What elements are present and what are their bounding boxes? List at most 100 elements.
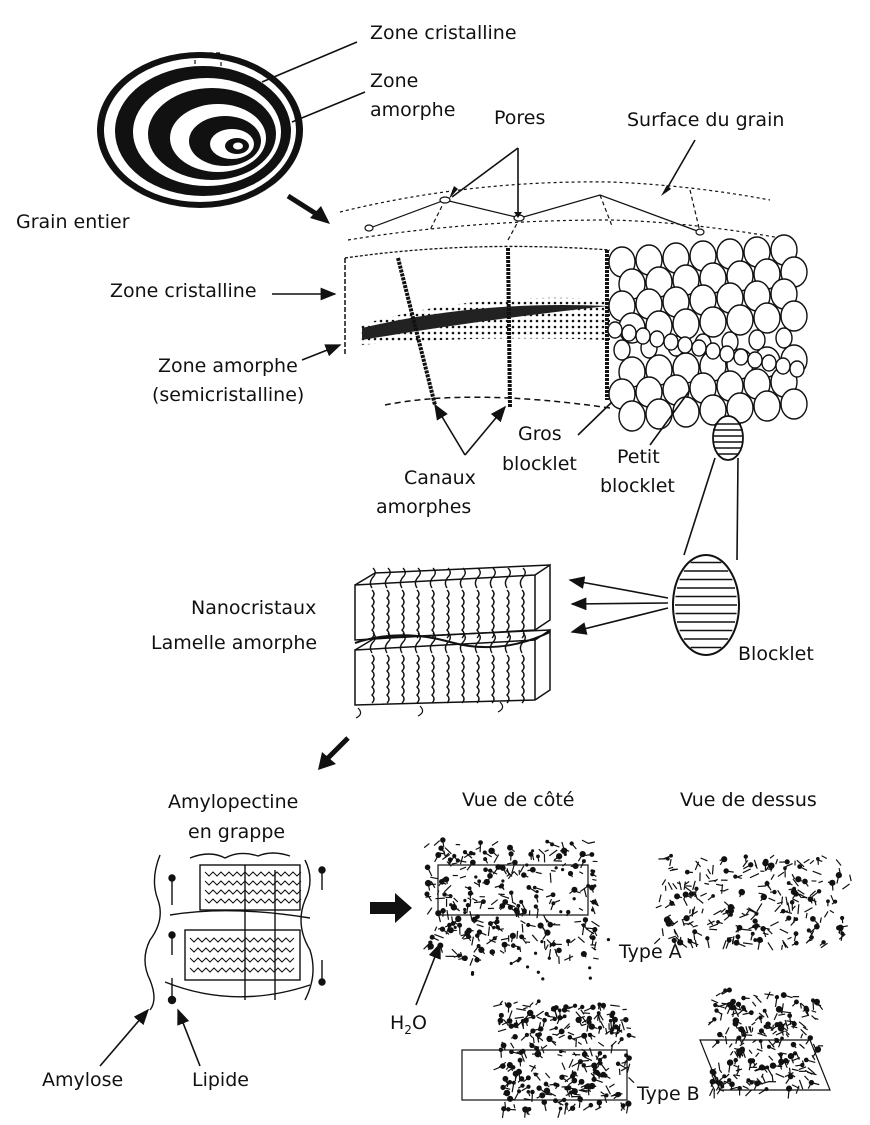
blocklet-zoom-line (683, 457, 716, 556)
nanocrystal-chain (476, 589, 480, 639)
type-b-side-molecule-atom (555, 1083, 560, 1088)
type-a-side-molecule-atom (529, 866, 536, 873)
type-b-top-molecule (773, 1012, 778, 1021)
type-a-side-molecule (423, 843, 430, 849)
type-b-top-molecule (733, 1064, 738, 1068)
water-dot (509, 961, 513, 966)
type-a-top-molecule (692, 880, 696, 891)
type-a-side-molecule-atom (592, 927, 598, 933)
type-a-side-molecule (426, 907, 433, 915)
type-a-side-molecule-atom (566, 909, 571, 915)
type-a-side-molecule (535, 871, 542, 875)
type-b-side-molecule-atom (615, 1091, 621, 1098)
blocklet-circle (672, 396, 700, 428)
type-b-top-molecule-atom (742, 1007, 747, 1012)
type-b-side-molecule-atom (505, 1002, 512, 1008)
type-a-top-molecule (724, 888, 729, 892)
type-b-top-molecule (712, 1076, 716, 1083)
type-a-top-molecule (780, 896, 784, 905)
type-a-top-molecule-atom (688, 891, 695, 897)
canaux-arrow (434, 403, 466, 456)
type-a-side-molecule-atom (501, 941, 508, 948)
type-a-top-molecule-atom (806, 928, 811, 933)
water-dot (525, 965, 530, 969)
type-b-side-molecule (583, 1012, 591, 1015)
nanocrystal-branch (489, 567, 496, 589)
type-a-top-molecule (762, 932, 769, 936)
type-a-side-molecule-atom (499, 903, 506, 909)
type-a-top-molecule (849, 874, 852, 882)
label-grain-entier: Grain entier (16, 211, 130, 233)
water-dot (448, 893, 453, 898)
type-b-side-molecule (532, 1037, 535, 1044)
type-b-top-molecule (737, 1027, 745, 1034)
type-a-top-molecule (821, 855, 828, 860)
type-a-side-molecule (538, 848, 545, 855)
type-a-top-molecule (683, 898, 688, 906)
small-blocklet-circle (705, 342, 721, 360)
type-b-side-molecule-atom (588, 1102, 594, 1108)
type-b-side-molecule (595, 1106, 602, 1111)
type-b-side-molecule-atom (586, 1015, 593, 1022)
type-b-side-molecule-atom (561, 1007, 568, 1013)
water-dot (533, 951, 538, 955)
type-b-top-molecule (724, 1073, 730, 1079)
blocklet-circle (780, 300, 808, 332)
type-b-side-molecule (564, 1105, 567, 1115)
type-a-top-molecule (667, 881, 673, 891)
helix-row (189, 957, 295, 963)
type-b-side-molecule-atom (557, 1008, 562, 1013)
type-a-top-molecule-atom (797, 864, 803, 869)
lipid-markers (167, 866, 326, 1005)
type-a-side-molecule (467, 897, 472, 901)
type-b-side-molecule-atom (520, 1048, 526, 1054)
type-a-top-molecule (842, 883, 850, 890)
type-b-top-molecule (735, 1036, 738, 1044)
type-b-top-molecule (798, 1066, 807, 1071)
type-b-top-molecule (734, 1051, 739, 1058)
type-a-top-molecule (805, 912, 808, 919)
type-a-side-molecule-atom (586, 883, 591, 888)
label-zone-amorphe-top-1: Zone (370, 70, 419, 92)
type-b-top-molecule (784, 1062, 788, 1068)
type-b-side-molecule-atom (559, 1049, 563, 1054)
type-a-top-molecule (812, 870, 822, 876)
type-a-side-molecule (436, 890, 440, 895)
type-b-top-molecule (799, 1003, 802, 1009)
type-b-top-molecule (756, 1077, 764, 1085)
type-a-top-molecule (707, 868, 712, 875)
nanocrystal-chain (431, 589, 435, 639)
type-a-side-molecule-atom (455, 858, 460, 863)
type-a-top-molecule (757, 885, 767, 888)
type-b-top-molecule-atom (791, 1021, 797, 1027)
water-dot (549, 943, 553, 947)
type-b-side-molecule (608, 1083, 615, 1088)
gros-blocklet-pointer (577, 401, 613, 436)
water-dot (463, 898, 467, 903)
type-a-top-molecule-atom (794, 917, 799, 922)
label-type-a: Type A (619, 941, 682, 963)
type-b-side-molecule-atom (564, 1102, 569, 1106)
type-a-side-molecule-atom (468, 850, 474, 856)
type-a-side-molecule (469, 899, 472, 907)
small-blocklet-circle (761, 354, 777, 372)
type-b-top-molecule-atom (775, 1005, 783, 1013)
label-zone-cristalline-top: Zone cristalline (370, 22, 517, 44)
type-a-side-molecule (513, 870, 519, 876)
type-b-top-molecule-atom (737, 1085, 742, 1091)
type-a-side-molecule-atom (589, 852, 595, 857)
type-a-side-molecule (430, 876, 438, 880)
type-a-top-molecule (756, 903, 763, 913)
type-b-top-molecule-atom (780, 992, 787, 998)
small-blocklet-circle (733, 348, 749, 366)
type-a-side-molecule (589, 900, 599, 906)
type-b-top-molecule (766, 991, 771, 1000)
type-a-side-molecule (581, 839, 589, 845)
small-blocklet-circle (607, 321, 623, 339)
type-b-side-molecule-atom (542, 1017, 547, 1023)
type-a-side-molecule (489, 939, 496, 944)
type-a-side-molecule-atom (512, 859, 518, 866)
type-b-top-molecule (742, 1085, 749, 1090)
type-a-top-molecule (709, 928, 718, 931)
type-a-side-molecule-atom (560, 847, 568, 854)
